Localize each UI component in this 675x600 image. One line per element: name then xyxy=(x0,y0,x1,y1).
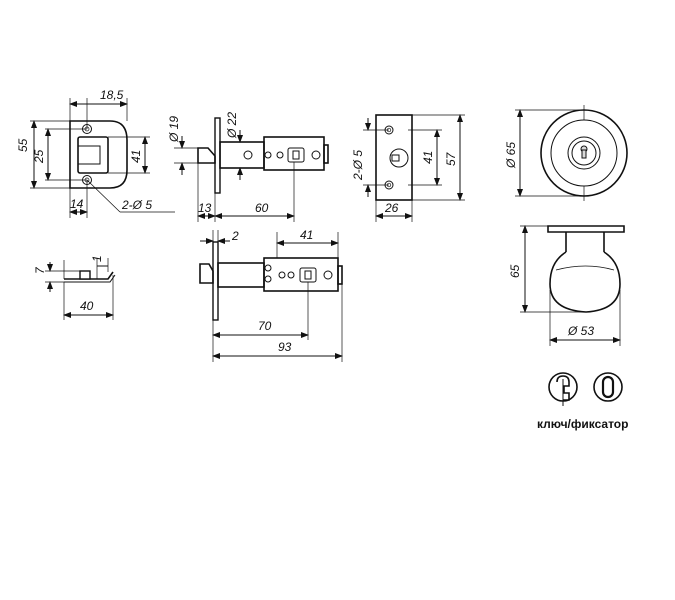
dim-strike-height: 55 xyxy=(16,138,30,152)
dim-strike-holes: 2-Ø 5 xyxy=(121,198,152,212)
knob-front-view: Ø 65 xyxy=(504,105,628,201)
dim-latch-plate: 13 xyxy=(198,201,212,215)
dim-faceplate-inner: 41 xyxy=(421,151,435,164)
dim-faceplate-width: 26 xyxy=(384,201,399,215)
legend-caption: ключ/фиксатор xyxy=(537,417,628,431)
thumbturn-icon xyxy=(593,372,623,402)
strike-plate-side-view: 7 1 40 xyxy=(33,255,116,320)
dim-strike-lip: 1 xyxy=(90,255,104,262)
knob-side-view: 65 Ø 53 xyxy=(508,225,625,346)
dim-latch-face-dia: Ø 22 xyxy=(225,112,239,139)
dim-strike-width: 18,5 xyxy=(100,88,124,102)
latch-60-side-view: Ø 19 Ø 22 13 60 xyxy=(167,112,329,222)
dim-latch-backset-70: 70 xyxy=(258,319,272,333)
dim-strike-hole-spacing: 25 xyxy=(32,149,46,164)
dim-latch-total: 93 xyxy=(278,340,292,354)
dim-rose-diameter: Ø 65 xyxy=(504,142,518,169)
dim-latch-tail: 41 xyxy=(300,228,313,242)
faceplate-front-view: 2-Ø 5 41 57 26 xyxy=(351,114,465,222)
strike-plate-front-view: 18,5 55 25 41 14 2-Ø 5 xyxy=(16,88,175,218)
legend: ключ/фиксатор xyxy=(537,372,628,431)
dim-strike-inner-height: 41 xyxy=(129,150,143,163)
dim-knob-projection: 65 xyxy=(508,264,522,278)
key-cylinder-icon xyxy=(548,372,578,406)
dim-latch-backset: 60 xyxy=(255,201,269,215)
dim-strike-hole-offset: 14 xyxy=(70,197,84,211)
dim-latch-bolt-dia: Ø 19 xyxy=(167,116,181,143)
dim-faceplate-holes: 2-Ø 5 xyxy=(351,150,365,181)
dim-latch-face: 2 xyxy=(231,229,239,243)
dim-faceplate-height: 57 xyxy=(444,151,458,166)
dim-strike-length: 40 xyxy=(80,299,94,313)
dim-knob-diameter: Ø 53 xyxy=(567,324,594,338)
latch-70-side-view: 2 41 70 93 xyxy=(199,228,343,362)
dim-strike-thickness: 7 xyxy=(33,266,47,274)
